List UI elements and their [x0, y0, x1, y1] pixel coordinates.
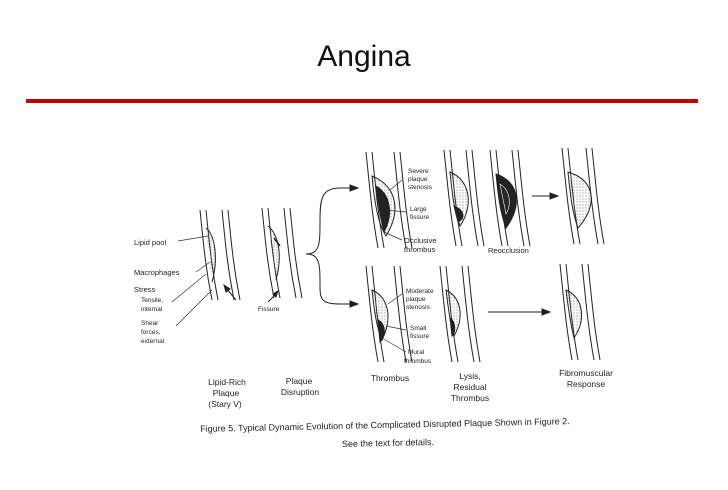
stage-plaque-disruption: Plaque Disruption — [281, 376, 320, 397]
label-mural-1: Mural — [408, 349, 425, 356]
label-small-1: Small — [410, 325, 427, 332]
stage-fibro-line-1: Fibromuscular — [559, 368, 613, 378]
label-moderate-3: stenosis — [406, 304, 431, 311]
upper-progress-arrow — [532, 192, 560, 200]
label-moderate-2: plaque — [406, 296, 426, 303]
stage-lysis-line-2: Residual — [453, 382, 486, 392]
vessel-upper-lysis — [443, 149, 485, 247]
label-large-2: fissure — [410, 214, 430, 221]
label-severe-1: Severe — [408, 168, 429, 175]
label-tensile-1: Tensile, — [141, 297, 163, 304]
vessel-lower-fibromuscular — [559, 263, 601, 361]
figure-caption-line-2: See the text for details. — [342, 437, 434, 449]
stage-lipid-line-2: Plaque — [213, 388, 240, 398]
stage-fibromuscular-response: Fibromuscular Response — [559, 368, 613, 389]
label-moderate-1: Moderate — [406, 288, 434, 295]
label-macrophages: Macrophages — [134, 268, 180, 277]
stage-thrombus: Thrombus — [371, 373, 409, 383]
stage-lipid-line-1: Lipid-Rich — [208, 377, 246, 387]
label-occlusive-2: thrombus — [404, 245, 436, 254]
stage-lysis-line-3: Thrombus — [451, 393, 489, 403]
vessel-occlusive-thrombus — [365, 151, 413, 249]
label-shear-2: forces, — [141, 329, 161, 336]
label-mural-2: thrombus — [404, 358, 432, 365]
stage-lysis-line-1: Lysis, — [459, 371, 480, 381]
vessel-plaque-disruption — [261, 207, 303, 299]
label-small-2: fissure — [410, 333, 430, 340]
slide-title: Angina — [317, 40, 411, 73]
label-severe-3: stenosis — [408, 184, 433, 191]
vessel-upper-fibromuscular — [561, 147, 605, 245]
label-occlusive-1: Occlusive — [404, 236, 437, 245]
lower-progress-arrow — [488, 308, 552, 316]
label-stress: Stress — [134, 285, 156, 294]
stage-disruption-line-2: Disruption — [281, 387, 320, 397]
leader-lines — [171, 179, 407, 353]
vessel-lower-lysis — [439, 265, 481, 363]
fissure-arrow-icon — [267, 289, 279, 303]
vessel-lipid-rich-plaque — [199, 209, 241, 301]
vessel-reocclusion — [489, 149, 531, 247]
label-tensile-2: internal — [141, 306, 163, 313]
label-fissure: Fissure — [258, 306, 280, 313]
label-shear-1: Shear — [141, 320, 159, 327]
label-lipid-pool: Lipid pool — [134, 238, 166, 247]
label-large-1: Large — [410, 206, 427, 213]
branch-arrows — [305, 184, 360, 308]
vessel-mural-thrombus — [365, 265, 413, 363]
figure-caption-line-1: Figure 5. Typical Dynamic Evolution of t… — [200, 416, 570, 434]
title-underline — [26, 99, 698, 103]
stage-disruption-line-1: Plaque — [286, 376, 313, 386]
stage-lipid-rich-plaque: Lipid-Rich Plaque (Stary V) — [208, 377, 246, 409]
label-reocclusion: Reocclusion — [488, 246, 529, 255]
stage-lysis-residual-thrombus: Lysis, Residual Thrombus — [451, 371, 489, 403]
stage-lipid-line-3: (Stary V) — [208, 399, 242, 409]
stage-fibro-line-2: Response — [567, 379, 606, 389]
label-severe-2: plaque — [408, 176, 428, 183]
label-shear-3: external — [141, 338, 165, 345]
stress-arrow-icon — [223, 283, 237, 301]
